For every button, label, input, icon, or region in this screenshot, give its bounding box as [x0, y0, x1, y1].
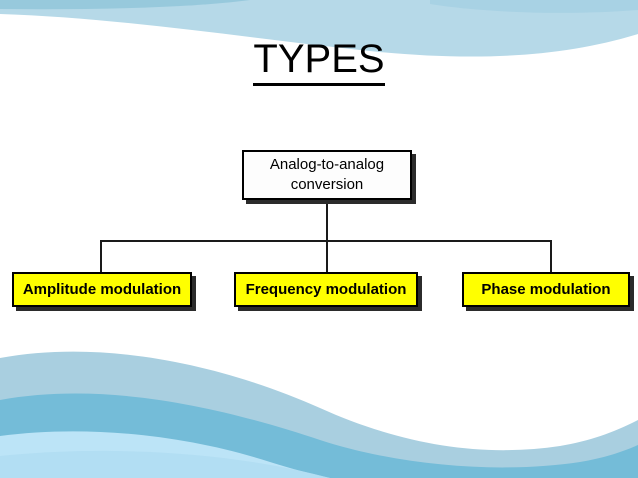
node-leaf-frequency-modulation[interactable]: Frequency modulation: [234, 272, 418, 307]
bottom-wave-shape-medium: [0, 393, 638, 478]
connector-root-stem: [326, 200, 328, 278]
top-wave-shape-accent2: [430, 0, 638, 13]
connector-drop-left: [100, 240, 102, 274]
bottom-wave-decoration: [0, 351, 638, 478]
node-root-analog-to-analog-conversion[interactable]: Analog-to-analog conversion: [242, 150, 412, 200]
node-leaf-phase-modulation[interactable]: Phase modulation: [462, 272, 630, 307]
bottom-wave-shape-light2: [0, 450, 330, 478]
connector-horizontal-bar: [100, 240, 552, 242]
slide-title: TYPES: [0, 36, 638, 86]
node-leaf-amplitude-modulation[interactable]: Amplitude modulation: [12, 272, 192, 307]
connector-drop-right: [550, 240, 552, 274]
node-leaf-label-frequency-modulation: Frequency modulation: [245, 281, 407, 298]
node-leaf-label-phase-modulation: Phase modulation: [481, 281, 611, 298]
node-leaf-label-amplitude-modulation: Amplitude modulation: [22, 281, 182, 298]
bottom-wave-shape-light: [0, 431, 330, 478]
node-root-label-line1: Analog-to-analog: [269, 156, 385, 173]
top-wave-shape-accent: [0, 0, 250, 10]
node-root-label-line2: conversion: [290, 176, 364, 193]
bottom-wave-shape-pale: [0, 351, 638, 478]
slide-title-text: TYPES: [253, 36, 385, 86]
node-root-label: Analog-to-analog conversion: [264, 155, 390, 195]
